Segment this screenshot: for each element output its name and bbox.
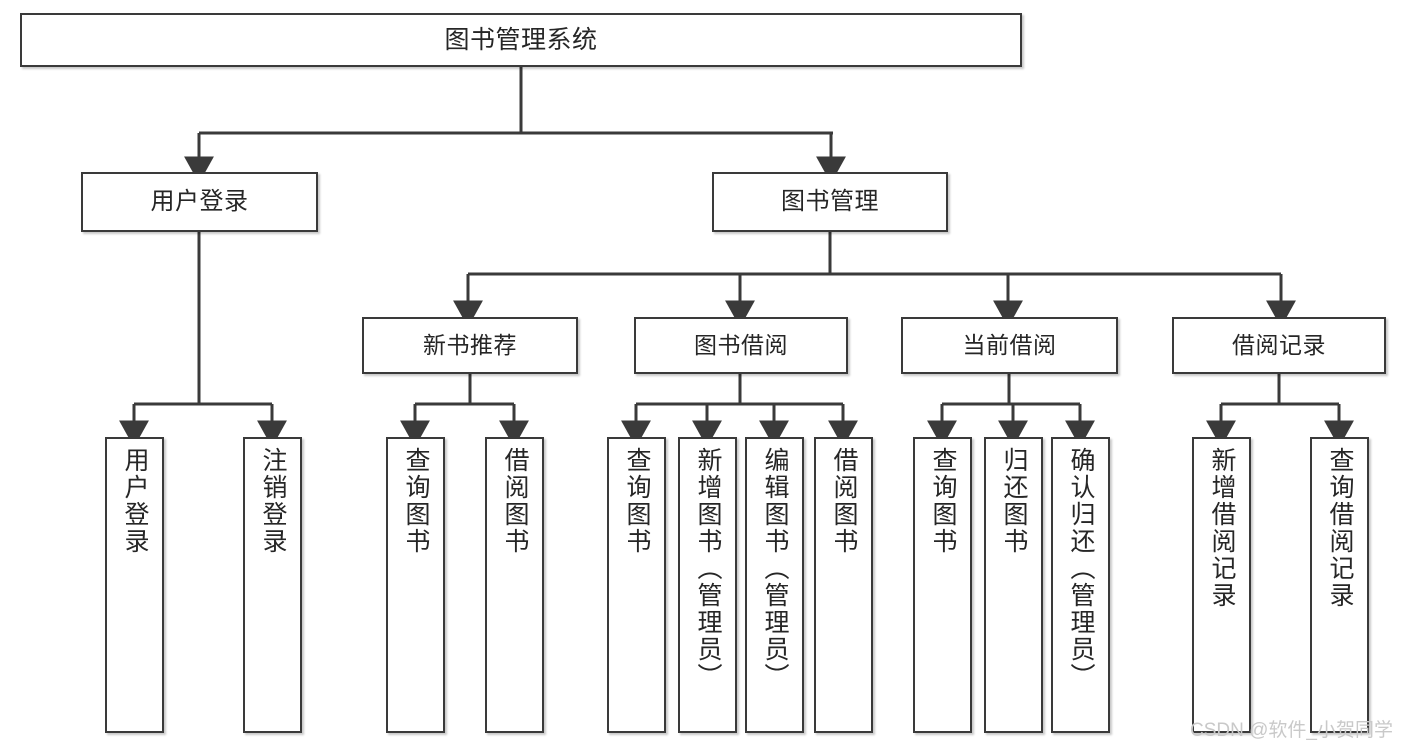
- node-label: 编辑图书（管理员）: [761, 447, 789, 690]
- leaf-edit-book[interactable]: 编辑图书（管理员）: [745, 437, 804, 733]
- node-label: 查询图书: [402, 447, 430, 555]
- node-label: 用户登录: [150, 188, 249, 216]
- leaf-borrow-book[interactable]: 借阅图书: [814, 437, 873, 733]
- node-user-login[interactable]: 用户登录: [81, 172, 318, 232]
- leaf-return-book[interactable]: 归还图书: [984, 437, 1043, 733]
- leaf-borrow-book-new[interactable]: 借阅图书: [485, 437, 544, 733]
- node-label: 图书借阅: [694, 332, 788, 359]
- node-label: 新增图书（管理员）: [694, 447, 722, 690]
- node-label: 查询图书: [623, 447, 651, 555]
- node-label: 借阅记录: [1232, 332, 1326, 359]
- node-label: 新书推荐: [423, 332, 517, 359]
- node-label: 图书管理系统: [444, 25, 598, 54]
- node-label: 新增借阅记录: [1208, 447, 1236, 609]
- leaf-add-record[interactable]: 新增借阅记录: [1192, 437, 1251, 733]
- node-book-manage[interactable]: 图书管理: [712, 172, 948, 232]
- node-label: 借阅图书: [501, 447, 529, 555]
- node-label: 当前借阅: [962, 332, 1057, 359]
- node-new-book-recommend[interactable]: 新书推荐: [362, 317, 578, 374]
- leaf-query-book-borrow[interactable]: 查询图书: [607, 437, 666, 733]
- node-borrow-record[interactable]: 借阅记录: [1172, 317, 1386, 374]
- node-label: 用户登录: [121, 447, 149, 555]
- leaf-query-book-current[interactable]: 查询图书: [913, 437, 972, 733]
- node-label: 图书管理: [781, 188, 879, 216]
- node-current-borrow[interactable]: 当前借阅: [901, 317, 1118, 374]
- leaf-query-book-new[interactable]: 查询图书: [386, 437, 445, 733]
- leaf-query-record[interactable]: 查询借阅记录: [1310, 437, 1369, 733]
- leaf-user-login[interactable]: 用户登录: [105, 437, 164, 733]
- node-label: 注销登录: [259, 447, 287, 555]
- node-root-system[interactable]: 图书管理系统: [20, 13, 1022, 67]
- node-label: 确认归还（管理员）: [1067, 447, 1095, 690]
- node-book-borrow[interactable]: 图书借阅: [634, 317, 848, 374]
- leaf-add-book[interactable]: 新增图书（管理员）: [678, 437, 737, 733]
- node-label: 归还图书: [1000, 447, 1028, 555]
- node-label: 查询借阅记录: [1326, 447, 1354, 609]
- node-label: 查询图书: [929, 447, 957, 555]
- node-label: 借阅图书: [830, 447, 858, 555]
- leaf-logout[interactable]: 注销登录: [243, 437, 302, 733]
- leaf-confirm-return[interactable]: 确认归还（管理员）: [1051, 437, 1110, 733]
